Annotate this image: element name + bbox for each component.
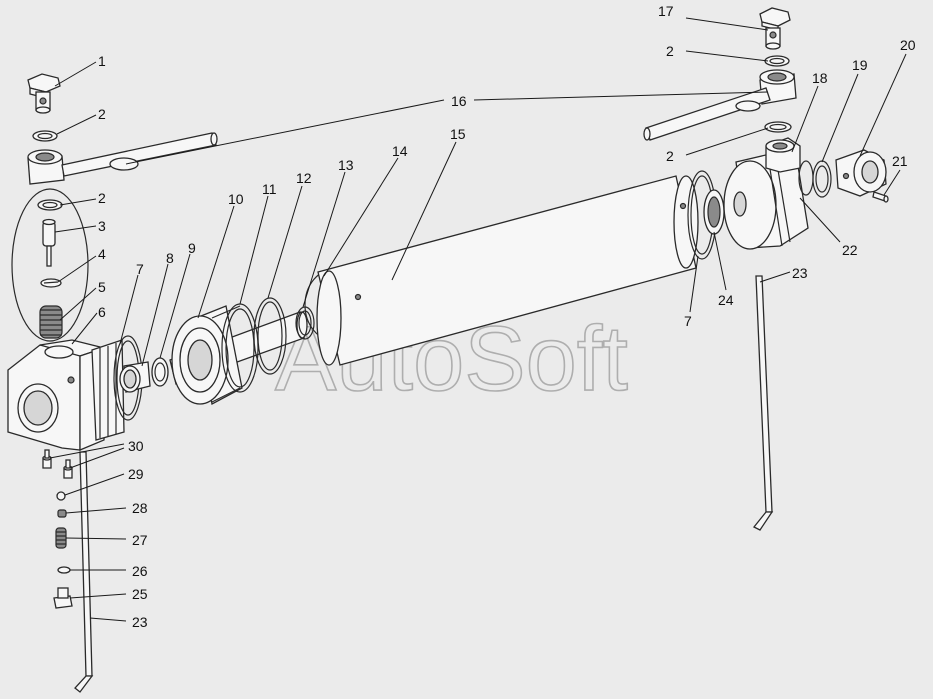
pin-21 [872, 191, 889, 203]
callout-22: 22 [842, 242, 858, 258]
callout-2-c: 2 [666, 43, 674, 59]
callout-labels: 1 2 2 2 2 3 4 5 6 7 7 8 9 10 11 12 13 14… [98, 3, 916, 630]
callout-23-right: 23 [792, 265, 808, 281]
callout-18: 18 [812, 70, 828, 86]
nipple-30-a [42, 449, 52, 469]
bolt-17 [759, 7, 791, 50]
callout-7-left: 7 [136, 261, 144, 277]
callout-5: 5 [98, 279, 106, 295]
callout-13: 13 [338, 157, 354, 173]
callout-2-a: 2 [98, 106, 106, 122]
banjo-fitting-left [27, 149, 65, 185]
callout-8: 8 [166, 250, 174, 266]
callout-23-left: 23 [132, 614, 148, 630]
bushing-8 [119, 361, 151, 393]
plug-28 [57, 509, 67, 518]
callout-12: 12 [296, 170, 312, 186]
callout-28: 28 [132, 500, 148, 516]
nipple-30-b [63, 459, 73, 479]
washer-2-d [764, 121, 792, 133]
valve-3 [42, 218, 56, 267]
callout-10: 10 [228, 191, 244, 207]
head-22 [723, 137, 809, 250]
callout-19: 19 [852, 57, 868, 73]
callout-2-d: 2 [666, 148, 674, 164]
callout-6: 6 [98, 304, 106, 320]
callout-21: 21 [892, 153, 908, 169]
washer-26 [57, 566, 71, 574]
callout-1: 1 [98, 53, 106, 69]
callout-3: 3 [98, 218, 106, 234]
leader-lines [49, 17, 907, 622]
washer-2-b [37, 199, 63, 211]
pipe-16-right [643, 87, 771, 141]
callout-27: 27 [132, 532, 148, 548]
callout-29: 29 [128, 466, 144, 482]
ball-29 [56, 491, 66, 501]
valve-group-outline [11, 188, 89, 342]
callout-17: 17 [658, 3, 674, 19]
callout-7-right: 7 [684, 313, 692, 329]
callout-25: 25 [132, 586, 148, 602]
callout-16: 16 [451, 93, 467, 109]
spring-27 [55, 527, 67, 549]
bolt-1 [27, 73, 61, 114]
tube-23-right [755, 275, 773, 513]
callout-14: 14 [392, 143, 408, 159]
callout-20: 20 [900, 37, 916, 53]
barrel-15 [316, 175, 699, 366]
washer-2-c [764, 55, 790, 67]
eye-20 [835, 149, 887, 197]
callout-15: 15 [450, 126, 466, 142]
callout-2-b: 2 [98, 190, 106, 206]
seal-24 [703, 189, 725, 235]
callout-26: 26 [132, 563, 148, 579]
ring-12 [253, 297, 287, 375]
plug-25 [53, 587, 73, 609]
spring-5 [39, 305, 63, 339]
washer-2-a [32, 130, 58, 142]
pipe-16-left [61, 132, 218, 177]
piston-10 [171, 305, 243, 405]
callout-24: 24 [718, 292, 734, 308]
head-6 [7, 339, 125, 451]
callout-11: 11 [262, 181, 277, 197]
callout-9: 9 [188, 240, 196, 256]
callout-4: 4 [98, 246, 106, 262]
callout-30: 30 [128, 438, 144, 454]
ring-18 [798, 160, 814, 196]
